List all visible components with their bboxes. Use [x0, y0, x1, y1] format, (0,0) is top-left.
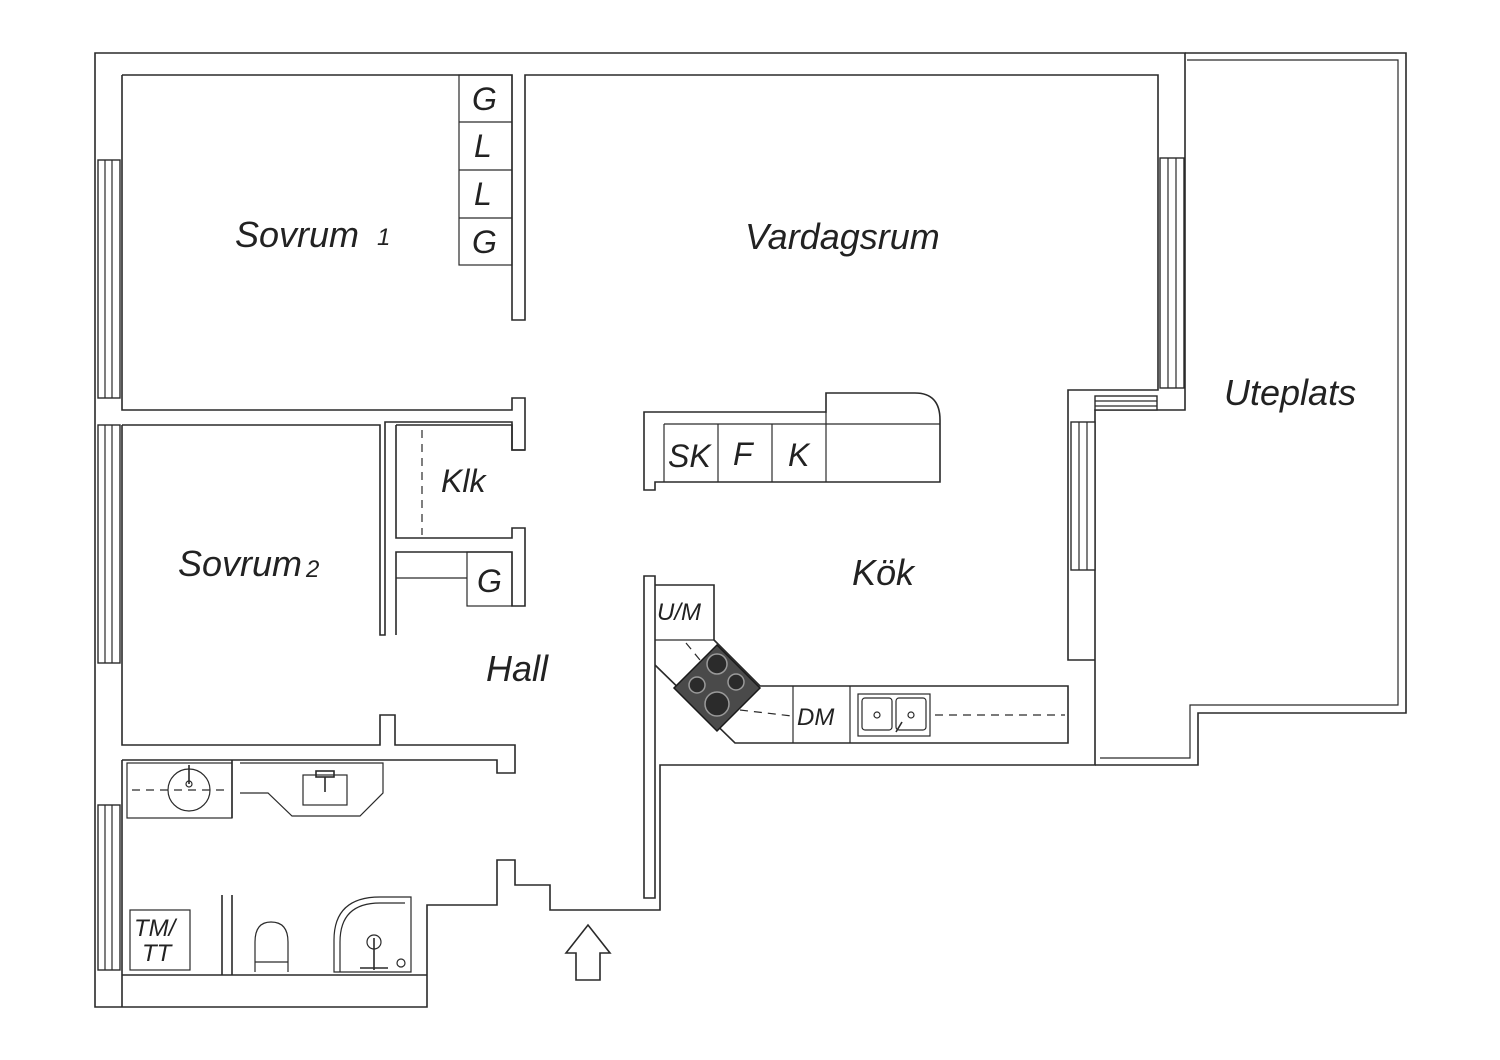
window-left-2: [97, 424, 121, 664]
bathroom-wall: [121, 760, 427, 1007]
island-label-sk: SK: [668, 438, 712, 474]
window-left-3: [97, 804, 121, 971]
room-label-sovrum2: Sovrum: [178, 543, 302, 584]
room-label-hall: Hall: [486, 648, 549, 689]
room-label-uteplats: Uteplats: [1224, 372, 1356, 413]
window-right-1: [1159, 157, 1185, 389]
uteplats-inner: [1100, 59, 1399, 759]
sovrum2-wall: [121, 425, 516, 774]
laundry-label-line2: TT: [142, 940, 174, 967]
washbasin-icon: [167, 765, 211, 812]
balcony-door: [1094, 395, 1158, 411]
entrance-arrow-icon: [564, 923, 612, 981]
kitchen-label-dm: DM: [797, 704, 834, 731]
island-label-k: K: [788, 437, 811, 473]
toilet-icon: [254, 921, 289, 972]
laundry-unit: [129, 909, 191, 971]
vanity-unit: [240, 762, 384, 817]
counter-rail: [685, 642, 701, 661]
window-right-2: [1070, 421, 1096, 571]
vanity-sink-icon: [302, 770, 348, 806]
sink-icon: [857, 693, 931, 737]
kitchen-counter: [654, 584, 1069, 744]
kitchen-label-um: U/M: [657, 599, 701, 626]
shower-icon: [333, 896, 412, 973]
kitchen-island: [643, 392, 941, 491]
stove-icon: [672, 643, 762, 733]
wardrobe-label: L: [474, 128, 492, 164]
wardrobe-label: G: [472, 224, 497, 260]
laundry-label-line1: TM/: [134, 915, 178, 942]
room-label-sovrum1-number: 1: [377, 224, 390, 251]
room-label-klk: Klk: [441, 463, 487, 499]
hall-wardrobe: [466, 551, 513, 607]
counter-rail: [739, 709, 793, 717]
island-label-f: F: [733, 436, 755, 472]
room-label-sovrum1: Sovrum: [235, 214, 359, 255]
wardrobe-label: L: [474, 176, 492, 212]
room-label-kok: Kök: [852, 552, 916, 593]
exterior-wall: [94, 52, 1186, 1008]
klk-closet-wall: [395, 424, 526, 635]
room-label-vardagsrum: Vardagsrum: [745, 216, 940, 257]
hall-wardrobe-label: G: [477, 563, 502, 599]
uteplats-outline: [1095, 52, 1407, 766]
washbasin-counter: [126, 762, 233, 819]
kitchen-wall: [643, 575, 656, 899]
window-left-1: [97, 159, 121, 399]
wardrobe-label: G: [472, 81, 497, 117]
room-label-sovrum2-number: 2: [305, 556, 319, 583]
